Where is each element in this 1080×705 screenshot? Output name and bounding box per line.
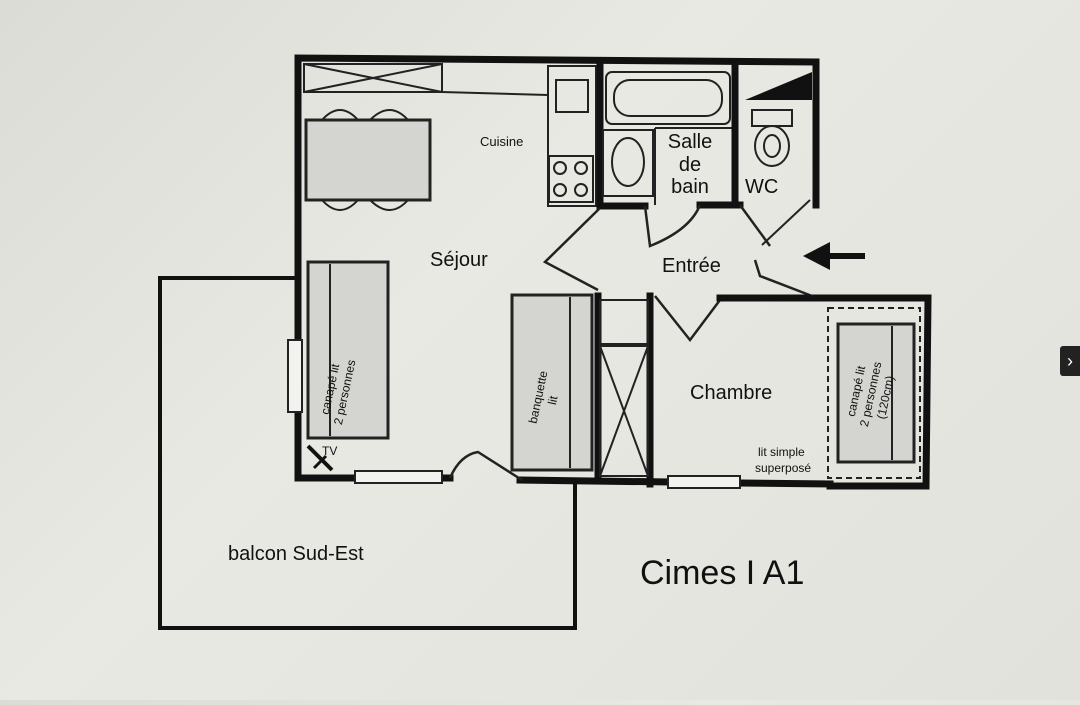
entrance-door-leaf [761, 199, 811, 246]
label-salle: Salle [668, 131, 712, 153]
label-bunk-2: superposé [755, 461, 811, 475]
sofa-bed-right-outline [827, 307, 921, 479]
outer-walls-bottom-chambre [736, 479, 834, 488]
label-chambre: Chambre [690, 382, 772, 404]
toilet [754, 125, 790, 167]
kitchen-counter [547, 65, 597, 207]
chambre-door [654, 295, 721, 343]
outer-walls [294, 54, 820, 482]
window-left [287, 339, 303, 413]
label-bunk-1: lit simple [758, 445, 805, 459]
label-tv: TV [322, 444, 337, 458]
dining-table [304, 118, 432, 202]
banquette-bed [510, 293, 594, 472]
entrance-arrow-head [803, 242, 830, 270]
bathtub [605, 71, 731, 125]
entrance-door [753, 259, 813, 298]
sejour-door [542, 207, 601, 292]
balcony-outline [158, 276, 577, 630]
wc-cistern [751, 109, 793, 127]
chevron-right-icon[interactable]: › [1060, 346, 1080, 376]
label-balcon: balcon Sud-Est [228, 543, 364, 565]
sofa-bed-right [836, 322, 916, 464]
window-sejour [354, 470, 443, 484]
storage-top [303, 63, 443, 93]
hob [548, 155, 594, 203]
plan-title: Cimes I A1 [640, 554, 804, 592]
label-cuisine: Cuisine [480, 134, 523, 149]
label-wc: WC [745, 176, 778, 198]
bathroom-door [643, 204, 702, 248]
balcony-door [448, 450, 523, 482]
bathroom-walls [596, 62, 649, 210]
label-sejour: Séjour [430, 249, 488, 271]
tv-icon [306, 444, 334, 472]
sofa-bed-left [306, 260, 390, 440]
washbasin [611, 137, 645, 187]
wc-door [738, 204, 772, 247]
wc-shaft [745, 72, 812, 100]
label-de: de [679, 154, 701, 176]
outer-walls-bottom-right [516, 476, 672, 486]
cupboard [599, 345, 649, 477]
svg-text:lit: lit [545, 394, 561, 406]
sink [555, 79, 589, 113]
chambre-right-wall [804, 294, 932, 490]
label-entree: Entrée [662, 255, 721, 277]
washbasin-cabinet [602, 129, 654, 197]
cupboard-top [599, 299, 649, 345]
label-bain: bain [671, 176, 709, 198]
window-chambre [667, 475, 741, 489]
